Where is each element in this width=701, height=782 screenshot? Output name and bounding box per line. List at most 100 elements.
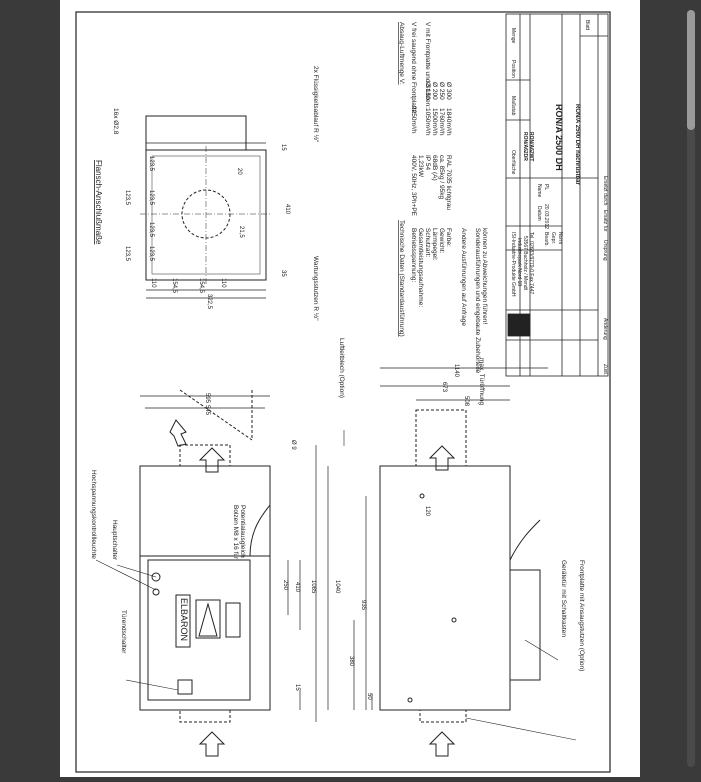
airflow-row-1-v: 1500m³/h <box>431 108 438 136</box>
label-fluessigkeitsablauf: 2x Flüssigkeitsablauf R ½" <box>312 66 320 143</box>
tech-row-5-label: Farbe: <box>445 228 452 247</box>
bottom-duct-front <box>179 709 231 723</box>
tech-note-3: können zu Abweichungen führen! <box>481 228 488 324</box>
door-panel <box>147 559 251 701</box>
flange-dim-154a: 154,5 <box>171 278 177 294</box>
flange-dim-21: 21,5 <box>238 226 244 238</box>
dim-09: Ø 9 <box>290 440 296 450</box>
label-hochspannung: Hochspannungskontrollleuchte <box>90 470 97 559</box>
label-hauptschalter: Hauptschalter <box>111 520 118 561</box>
dim-1085: 1085 <box>310 580 316 594</box>
tech-row-3-label: Lärmpegel: <box>431 228 438 261</box>
dim-410: 410 <box>294 582 300 593</box>
leader-frontplatte <box>465 717 577 741</box>
airflow-row-0-v: 1050m³/h <box>424 108 431 136</box>
tb-bearb-date: 20.03.2012 <box>543 204 549 229</box>
tech-row-0-label: Betriebsspannung: <box>410 228 417 282</box>
airflow-row-1-d: Ø 200 <box>431 82 438 100</box>
side-hole-3 <box>407 697 413 703</box>
tb-ersetzt: Ersetzt durch <box>602 176 608 206</box>
leader-hauptschalter <box>116 564 157 578</box>
flange-dim-123-2: 123,5 <box>148 190 154 206</box>
door-window <box>225 602 241 638</box>
dim-120: 120 <box>424 506 430 517</box>
airflow-line1-label: V frei saugend ohne Frontplatte: <box>410 22 417 115</box>
label-bolzen-2: Potentialausgleich <box>239 505 246 558</box>
tb-norm-label: Norm <box>557 232 563 244</box>
handle-box <box>177 679 193 695</box>
tb-tel: Tel. 02683/9779-0 Fax 7447 <box>528 232 534 294</box>
nameplate <box>175 594 191 648</box>
title-block-frame <box>505 13 609 377</box>
tb-company: ISI-Industrie-Produkte GmbH <box>510 232 516 297</box>
side-hole-1 <box>419 493 425 499</box>
airflow-row-3-d: Ø 300 <box>445 82 452 100</box>
scrollbar-thumb[interactable] <box>687 10 695 130</box>
dim-935: 935 <box>360 600 366 611</box>
flange-title: Flansch-Anschlußmaße <box>94 160 103 245</box>
cable <box>249 504 271 557</box>
leader-hochspannung <box>95 559 157 591</box>
tech-note-1: Andere Ausführungen auf Anfrage <box>460 228 467 326</box>
tb-part1: RON/A62DR <box>522 132 528 161</box>
airflow-row-2-v: 1760m³/h <box>438 108 445 136</box>
tech-title: Technische Daten (Standardausführung) <box>398 220 405 337</box>
front-view <box>139 389 271 723</box>
tb-ersatz: Ersatz für <box>602 210 608 232</box>
tb-blatt: Blatt <box>584 20 590 31</box>
tech-row-1-value: 1,23kW <box>417 155 424 178</box>
flange-dim-110b: 110 <box>220 278 226 288</box>
tb-drawing-title: RON/A 2500 DH <box>554 104 564 171</box>
airflow-row-2-d: Ø 250 <box>438 82 445 100</box>
flange-dim-123-1: 123,5 <box>148 156 154 172</box>
tb-drawing-sub: RON/A 2500 DH nachrüstbar <box>574 104 580 185</box>
scrollbar-track[interactable] <box>687 10 695 767</box>
flange-dim-123-4: 123,5 <box>148 246 154 262</box>
tb-city: 53567 Buchholz / Mendt <box>522 236 528 291</box>
airflow-title: Absaug-Luftmenge V: <box>398 22 405 85</box>
flange-dim-20: 20 <box>236 168 242 175</box>
top-duct-side <box>415 409 467 467</box>
tech-row-3-value: 68dB (A) <box>431 155 438 181</box>
tb-massstab: Maßstab <box>510 96 516 116</box>
label-brand: ELBARON <box>179 598 189 641</box>
dim-380: 380 <box>348 656 354 667</box>
flange-dim-123-5: 123,5 <box>124 190 130 206</box>
tech-row-4-value: ca. 85kg / 95kg <box>438 155 445 199</box>
side-leaders <box>343 430 577 741</box>
label-bolzen-1: Bolzen M8 x 16 für <box>232 505 239 560</box>
tb-ursprung: Ursprung <box>602 240 608 261</box>
tb-positionen: Position <box>510 60 516 78</box>
tb-street: Industriepark Nord 18 <box>516 238 522 286</box>
tb-gepr-label: Gepr. <box>550 232 556 244</box>
label-tuerendschalter: Türendschalter <box>120 610 127 654</box>
dim-50: 50 <box>366 693 372 700</box>
switch-circle <box>151 572 161 582</box>
label-frontplatte: Frontplatte mit Ansaugstutzen (Option) <box>578 560 585 671</box>
airflow-arrows-front <box>169 419 226 757</box>
tb-name-label: Name <box>536 184 542 198</box>
label-max-tuerfnung: max. Türöffnung <box>478 358 485 405</box>
warning-triangle <box>198 602 218 637</box>
arrow-side-bottom <box>428 731 456 757</box>
dim-545: 545 <box>204 405 210 416</box>
side-cable <box>509 519 541 561</box>
tech-row-2-label: Schutzart: <box>424 228 431 257</box>
flange-inner <box>151 155 261 275</box>
airflow-line2-label: V mit Frontplatte und Stutzen: <box>424 22 431 108</box>
label-geraetetuer: Gerätetür mit Schaltkasten <box>560 560 567 637</box>
flange-dim-322: 322,5 <box>206 294 212 310</box>
label-luftleitblech: Luftleitblech (Option) <box>338 338 345 398</box>
arrow-top <box>198 447 226 473</box>
flange-dims <box>146 142 266 299</box>
tech-row-1-label: Gesamtleistungsaufnahme: <box>417 228 424 307</box>
airflow-row-3-v: 1840m³/h <box>445 108 452 136</box>
front-dims <box>140 395 329 722</box>
tb-datum-label: Datum <box>536 206 542 221</box>
tech-row-4-label: Gewicht: <box>438 228 445 253</box>
page-sheet <box>60 0 640 777</box>
flange-dim-15: 15 <box>280 144 286 151</box>
tb-menge: Menge <box>510 28 516 44</box>
title-block <box>505 13 609 377</box>
